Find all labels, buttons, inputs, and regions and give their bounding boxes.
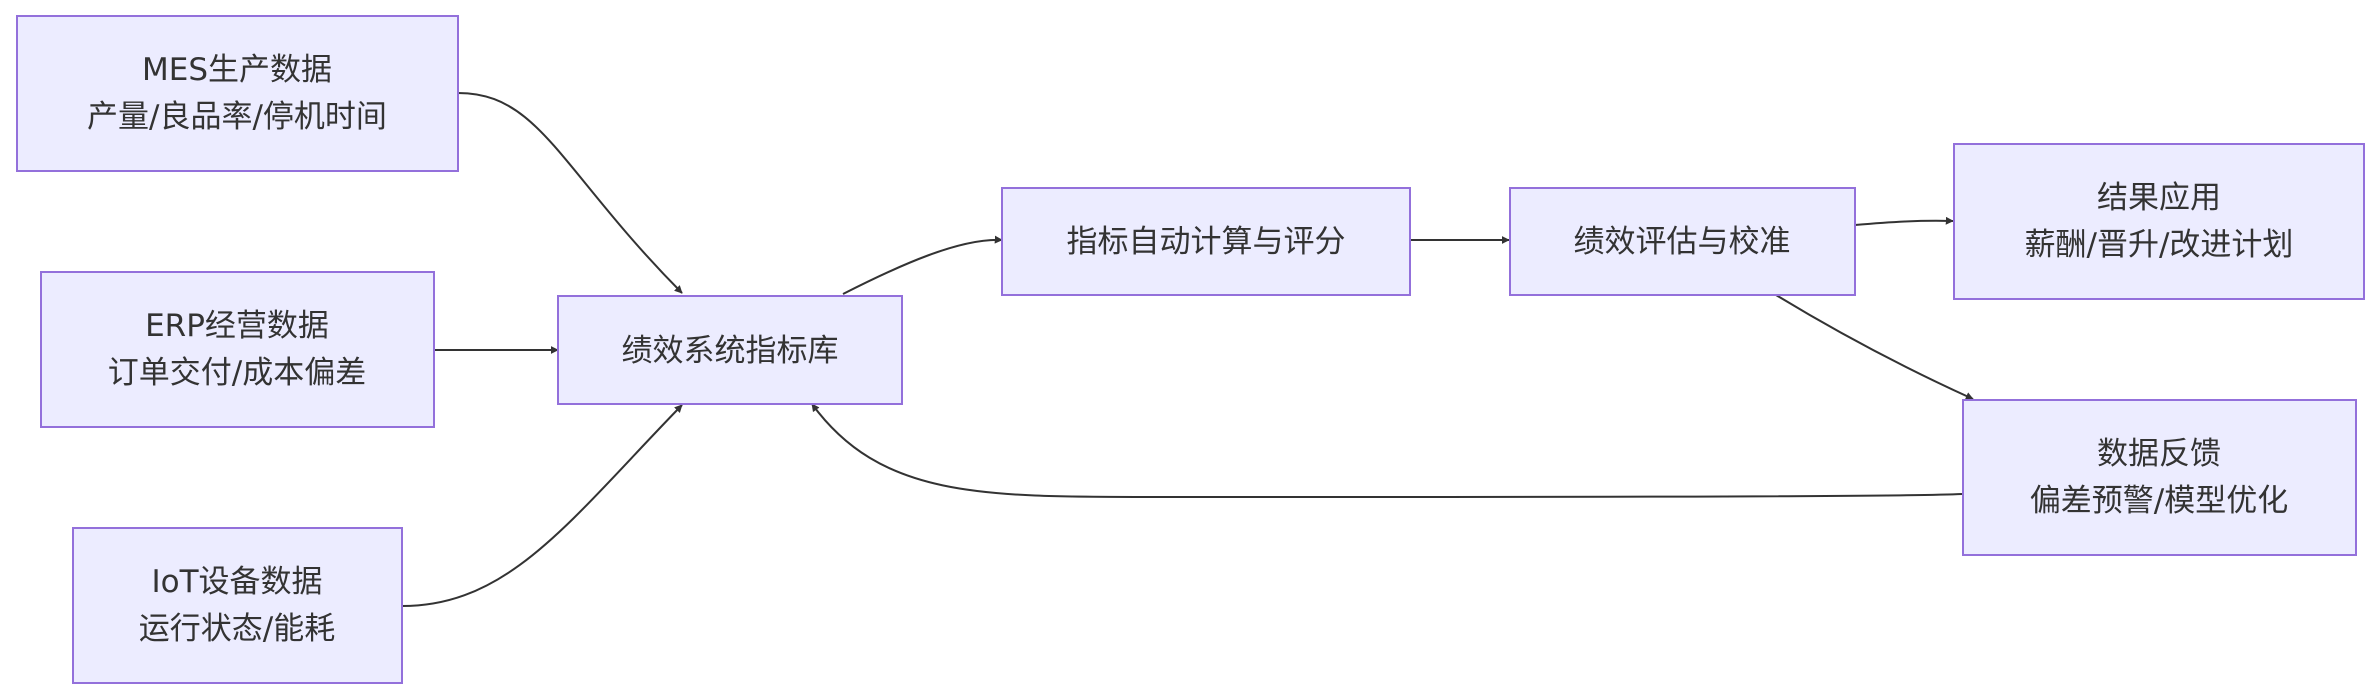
node-mes-box [16,15,459,172]
node-iot-title: IoT设备数据 [151,564,322,600]
edge-iot-to-library [401,404,683,607]
node-calc-box [1001,187,1411,296]
node-result-title: 结果应用 [2097,180,2221,216]
node-result-box [1953,143,2365,300]
node-erp-title: ERP经营数据 [145,308,329,344]
node-result-subtitle: 薪酬/晋升/改进计划 [2025,227,2294,263]
node-erp-box [40,271,435,428]
edge-mes-to-library [457,92,683,294]
edge-eval-to-feedback [1775,294,1974,400]
node-library-title: 绩效系统指标库 [622,333,839,369]
edge-feedback-to-library [811,403,1963,498]
node-mes: MES生产数据 产量/良品率/停机时间 [16,15,459,172]
node-iot-subtitle: 运行状态/能耗 [139,611,335,647]
edge-library-to-calc [842,235,1003,295]
node-feedback-title: 数据反馈 [2097,436,2221,472]
node-eval: 绩效评估与校准 [1509,187,1856,296]
node-library-box [557,295,903,405]
node-iot-box [72,527,403,684]
node-library: 绩效系统指标库 [557,295,903,405]
node-feedback: 数据反馈 偏差预警/模型优化 [1962,399,2357,556]
node-erp-subtitle: 订单交付/成本偏差 [108,355,366,391]
node-calc-title: 指标自动计算与评分 [1067,224,1346,260]
node-mes-subtitle: 产量/良品率/停机时间 [87,99,387,135]
node-calc: 指标自动计算与评分 [1001,187,1411,296]
edges [401,92,1974,607]
node-feedback-subtitle: 偏差预警/模型优化 [2030,483,2288,519]
node-eval-title: 绩效评估与校准 [1574,224,1791,260]
node-mes-title: MES生产数据 [142,52,332,88]
node-eval-box [1509,187,1856,296]
edge-eval-to-result [1854,216,1954,226]
node-feedback-box [1962,399,2357,556]
node-iot: IoT设备数据 运行状态/能耗 [72,527,403,684]
node-result: 结果应用 薪酬/晋升/改进计划 [1953,143,2365,300]
node-erp: ERP经营数据 订单交付/成本偏差 [40,271,435,428]
